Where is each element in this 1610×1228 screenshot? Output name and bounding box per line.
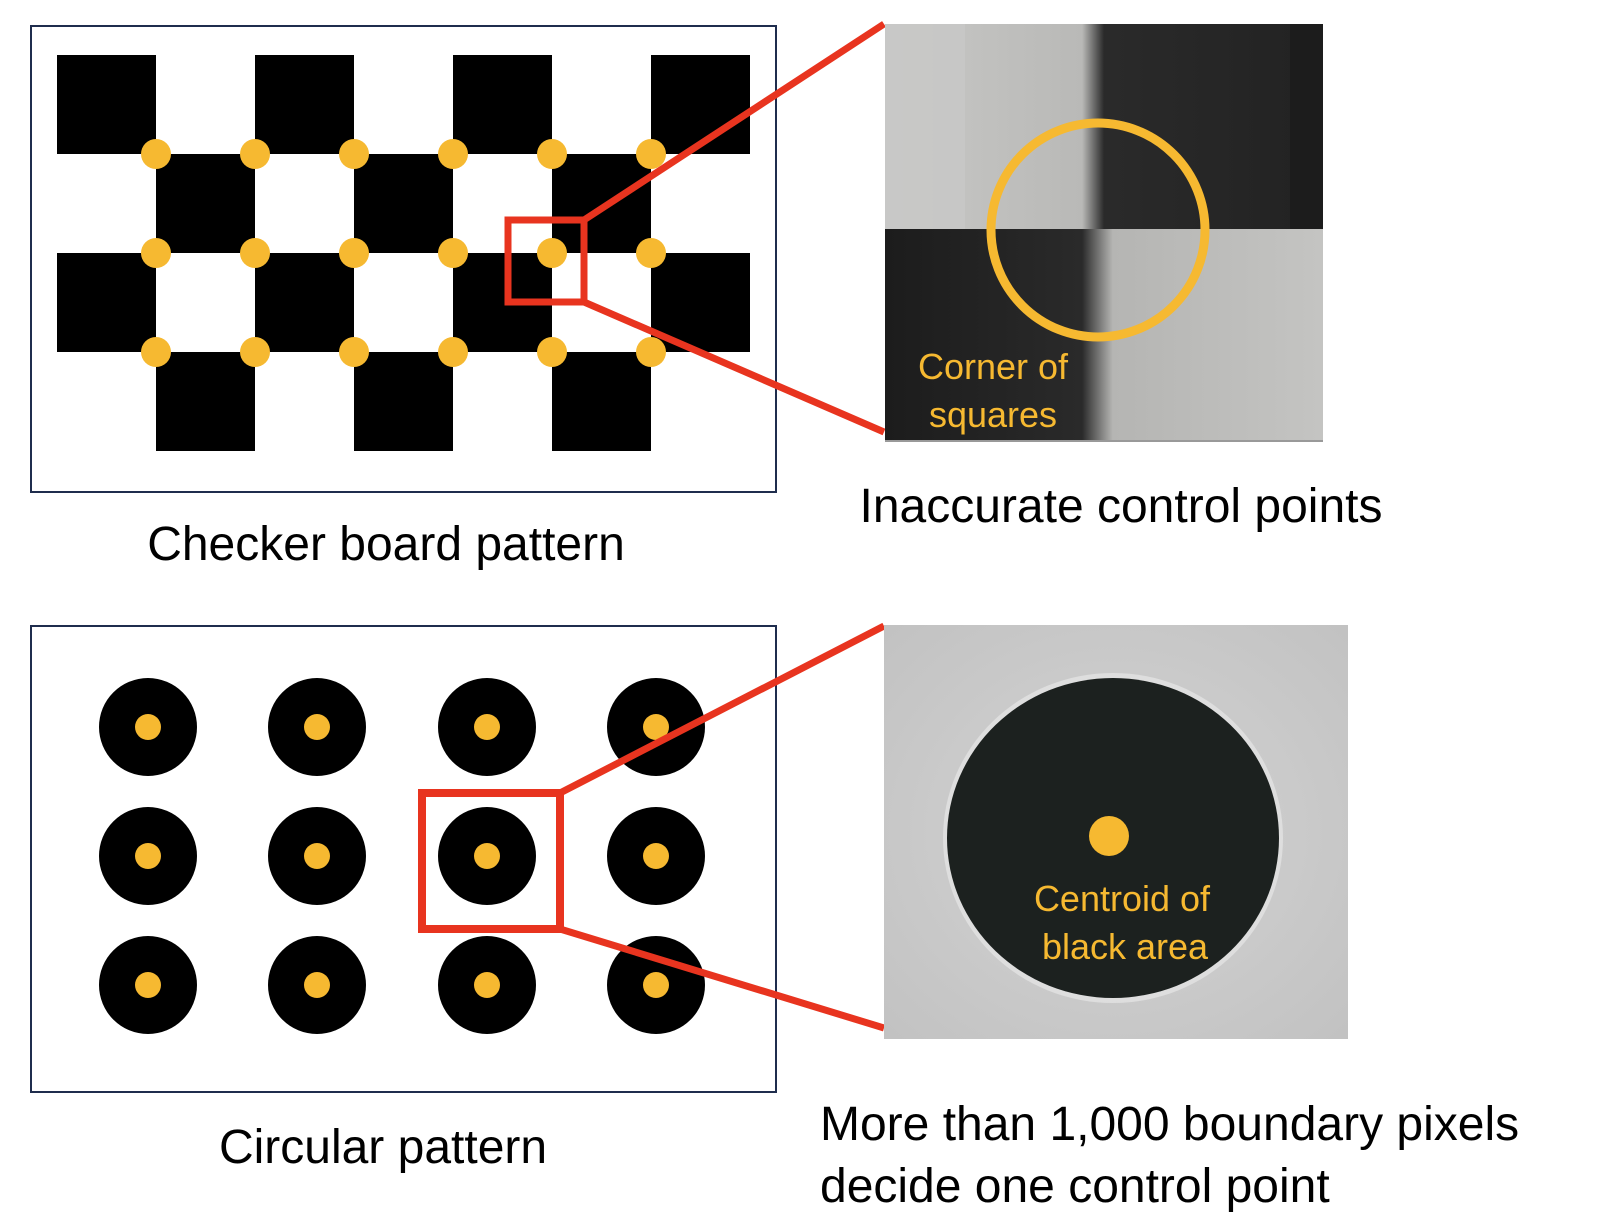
checker-caption: Checker board pattern (147, 518, 625, 571)
corner-point (438, 139, 468, 169)
corner-point (141, 337, 171, 367)
checker-square (552, 154, 651, 253)
checker-zoom-box (504, 216, 588, 306)
circle-centroid-point (643, 843, 669, 869)
checker-callout-line-top (582, 21, 886, 223)
boundary-caption-line1: More than 1,000 boundary pixels (820, 1098, 1519, 1151)
checker-square (57, 253, 156, 352)
circle-centroid-point (304, 714, 330, 740)
checker-square (57, 55, 156, 154)
corner-point (339, 337, 369, 367)
circle-zoom-box (418, 789, 564, 933)
corner-point (537, 238, 567, 268)
checker-square (354, 352, 453, 451)
corner-point (537, 337, 567, 367)
checker-square (255, 55, 354, 154)
circle-centroid-point (474, 843, 500, 869)
circle-centroid-point (304, 843, 330, 869)
circle-centroid-point (643, 972, 669, 998)
corner-point (636, 337, 666, 367)
corner-point (141, 139, 171, 169)
centroid-point (1089, 816, 1129, 856)
corner-point (240, 139, 270, 169)
corner-point (240, 337, 270, 367)
circle-centroid-point (135, 714, 161, 740)
corner-point (339, 238, 369, 268)
corner-point (339, 139, 369, 169)
corner-point (141, 238, 171, 268)
checker-square (651, 55, 750, 154)
centroid-label-line1: Centroid of (1034, 878, 1211, 919)
corner-point (240, 238, 270, 268)
corner-point (636, 238, 666, 268)
corner-point (438, 238, 468, 268)
corner-label-line1: Corner of (918, 346, 1069, 387)
checker-square (156, 154, 255, 253)
checker-square (255, 253, 354, 352)
circle-centroid-point (135, 843, 161, 869)
inaccurate-caption: Inaccurate control points (860, 480, 1383, 533)
circle-centroid-point (474, 972, 500, 998)
checker-square (354, 154, 453, 253)
checker-square (156, 352, 255, 451)
circular-caption: Circular pattern (219, 1121, 547, 1174)
circle-centroid-point (304, 972, 330, 998)
corner-label-line2: squares (929, 394, 1057, 435)
checker-square (453, 55, 552, 154)
circle-centroid-point (474, 714, 500, 740)
checker-callout-line-bottom (582, 298, 886, 436)
checker-square (552, 352, 651, 451)
circle-centroid-point (135, 972, 161, 998)
circle-callout-line-bottom (558, 925, 886, 1032)
circle-callout-line-top (558, 622, 886, 797)
corner-point (438, 337, 468, 367)
corner-point (636, 139, 666, 169)
checkerboard-corner-points (141, 139, 666, 367)
corner-highlight-ring (986, 118, 1210, 342)
corner-point (537, 139, 567, 169)
circle-pattern-grid (99, 678, 705, 1034)
boundary-caption-line2: decide one control point (820, 1160, 1330, 1213)
checkerboard-squares (57, 55, 750, 451)
circle-centroid-point (643, 714, 669, 740)
centroid-label-line2: black area (1042, 926, 1209, 967)
